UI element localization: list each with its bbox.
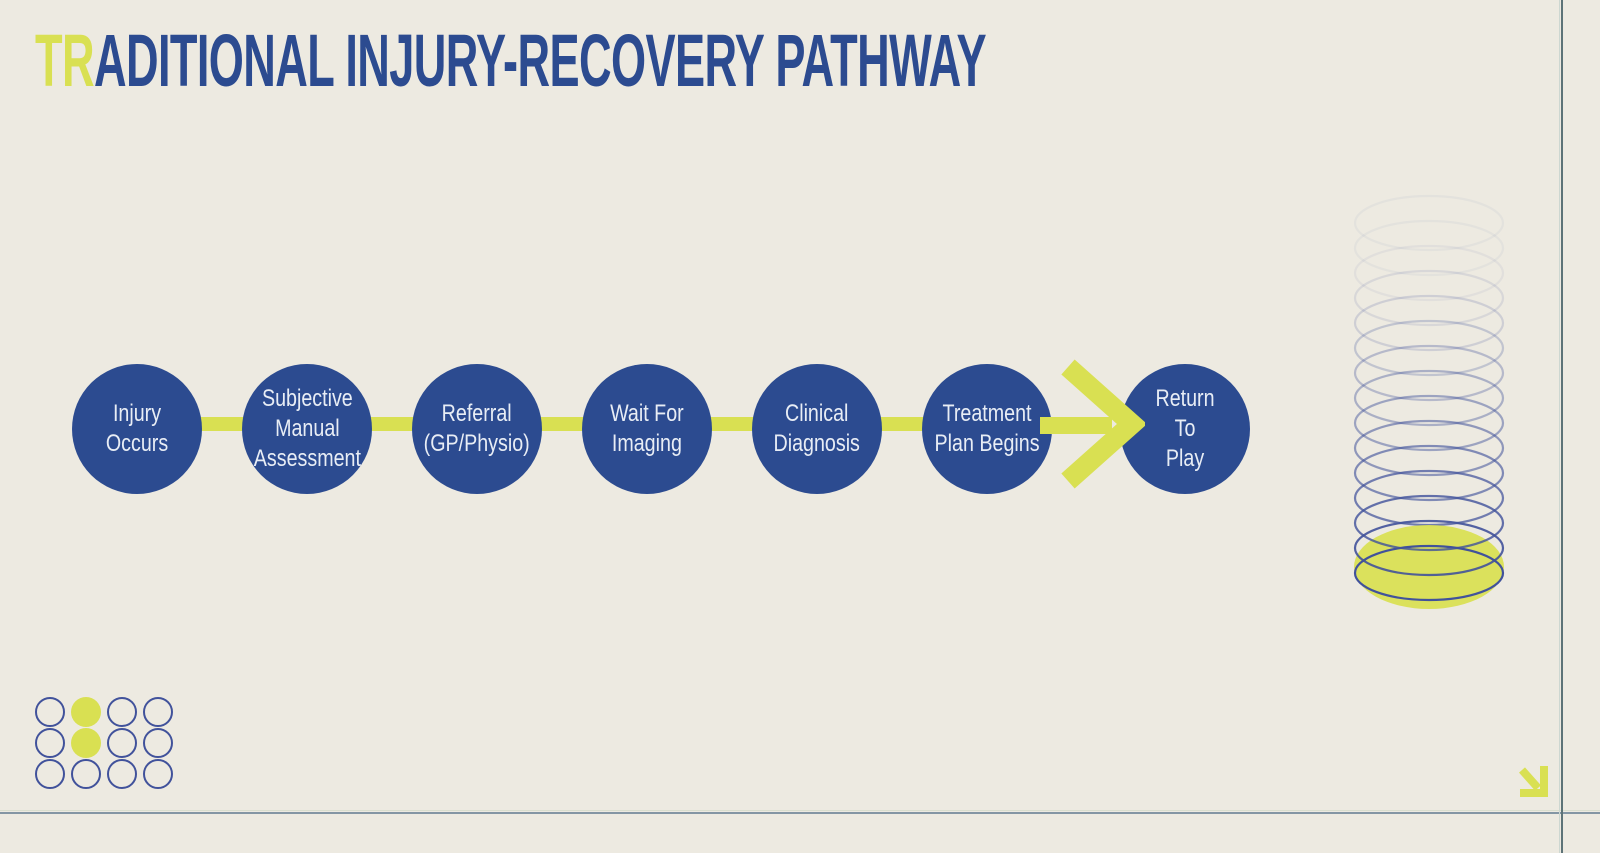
title-highlight: TR <box>35 19 95 102</box>
frame-rule-horizontal <box>0 812 1600 814</box>
dot-outline <box>107 728 137 758</box>
pathway-step: Referral(GP/Physio) <box>412 364 542 494</box>
dot-outline <box>35 697 65 727</box>
dot-grid-decoration <box>35 697 173 789</box>
coil-ring <box>1353 444 1505 502</box>
dot-outline <box>107 697 137 727</box>
coil-ring <box>1353 469 1505 527</box>
coil-ring <box>1353 419 1505 477</box>
coil-ring <box>1353 369 1505 427</box>
dot-filled <box>71 728 101 758</box>
corner-down-right-arrow-icon <box>1519 766 1548 797</box>
pathway-step-label: Referral(GP/Physio) <box>423 400 531 457</box>
pathway-arrow-icon <box>1040 359 1145 489</box>
coil-ring <box>1353 344 1505 402</box>
dot-outline <box>143 728 173 758</box>
dot-outline <box>35 759 65 789</box>
coil-ring <box>1353 194 1505 252</box>
coil-ring <box>1353 544 1505 602</box>
dot-outline <box>143 759 173 789</box>
dot-outline <box>107 759 137 789</box>
coil-ring <box>1353 494 1505 552</box>
coil-ring <box>1353 319 1505 377</box>
coil-ring <box>1353 269 1505 327</box>
frame-rule-vertical-light <box>1559 0 1560 853</box>
dot-filled <box>71 697 101 727</box>
coil-ring <box>1353 519 1505 577</box>
spring-coil-graphic <box>1353 194 1505 609</box>
dot-outline <box>71 759 101 789</box>
dot-outline <box>143 697 173 727</box>
dot-outline <box>35 728 65 758</box>
coil-ring <box>1353 219 1505 277</box>
page-title: TRADITIONAL INJURY-RECOVERY PATHWAY <box>35 24 987 98</box>
coil-ring <box>1353 294 1505 352</box>
frame-rule-vertical <box>1561 0 1563 853</box>
coil-ring <box>1353 244 1505 302</box>
coil-ring <box>1353 394 1505 452</box>
frame-rule-horizontal-light <box>0 810 1600 811</box>
title-rest: ADITIONAL INJURY-RECOVERY PATHWAY <box>93 19 987 102</box>
